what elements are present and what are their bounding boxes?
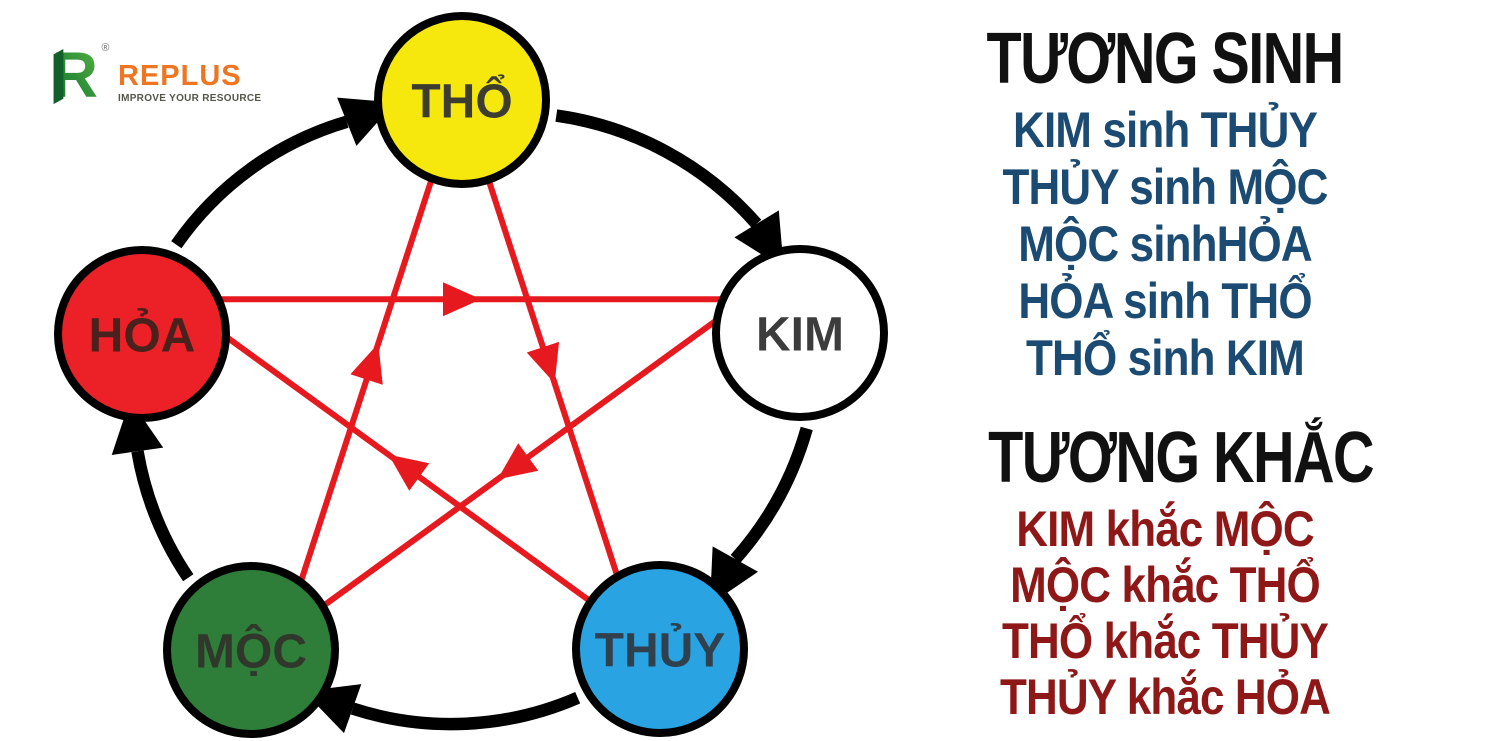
- element-circle-MOC: [163, 562, 339, 738]
- khac-rule-line: KIM khắc MỘC: [1016, 501, 1314, 557]
- sinh-arrow-arc-HOA-THO: [171, 115, 349, 249]
- element-label-HOA: HỎA: [89, 308, 196, 363]
- element-label-THO: THỔ: [411, 74, 512, 129]
- logo-fold-accent: [53, 49, 64, 105]
- sinh-arrow-arc-MOC-HOA: [131, 450, 194, 582]
- logo-tagline: IMPROVE YOUR RESOURCE: [118, 93, 262, 104]
- sinh-arrow-arc-THUY-MOC: [350, 691, 581, 731]
- element-circle-THO: [374, 12, 550, 188]
- replus-logo: R ® REPLUS IMPROVE YOUR RESOURCE: [50, 38, 330, 118]
- khac-arrowhead-MOC-THO: [350, 343, 383, 385]
- logo-text: REPLUS IMPROVE YOUR RESOURCE: [118, 60, 262, 105]
- khac-rule-line: THỦY khắc HỎA: [999, 669, 1331, 725]
- khac-rule-line: MỘC khắc THỔ: [1010, 557, 1321, 613]
- sinh-rule-line: HỎA sinh THỔ: [1018, 273, 1312, 329]
- khac-arrowhead-KIM-MOC: [497, 443, 539, 480]
- sinh-rule-line: MỘC sinhHỎA: [1018, 216, 1312, 272]
- element-label-THUY: THỦY: [595, 623, 726, 678]
- five-elements-diagram: THỔ KIM THỦY MỘC HỎA: [54, 12, 888, 738]
- element-label-MOC: MỘC: [195, 624, 307, 679]
- tuong-khac-title: TƯƠNG KHẮC: [988, 418, 1375, 498]
- khac-rule-line: THỔ khắc THỦY: [1002, 613, 1329, 669]
- sinh-rule-line: KIM sinh THỦY: [1013, 102, 1318, 158]
- khac-arrowhead-THO-THUY: [526, 341, 560, 384]
- element-label-KIM: KIM: [756, 309, 844, 362]
- replus-logo-mark-icon: R ®: [52, 40, 110, 106]
- registered-trademark-icon: ®: [102, 42, 110, 54]
- element-circle-THUY: [572, 561, 748, 737]
- sinh-arrowhead-MOC-HOA: [111, 399, 164, 455]
- tuong-sinh-title: TƯƠNG SINH: [986, 19, 1345, 99]
- element-circle-HOA: [54, 246, 230, 422]
- khac-arrowhead-THUY-HOA: [388, 454, 430, 491]
- khac-arrowhead-HOA-KIM: [443, 282, 481, 317]
- sinh-arrow-arc-KIM-THUY: [730, 426, 813, 564]
- sinh-rule-line: THỔ sinh KIM: [1026, 330, 1305, 386]
- sinh-rule-line: THỦY sinh MỘC: [1002, 159, 1328, 215]
- element-circle-KIM: [712, 245, 888, 421]
- logo-brand-name: REPLUS: [118, 60, 242, 92]
- sinh-arrow-arc-THO-KIM: [555, 109, 762, 228]
